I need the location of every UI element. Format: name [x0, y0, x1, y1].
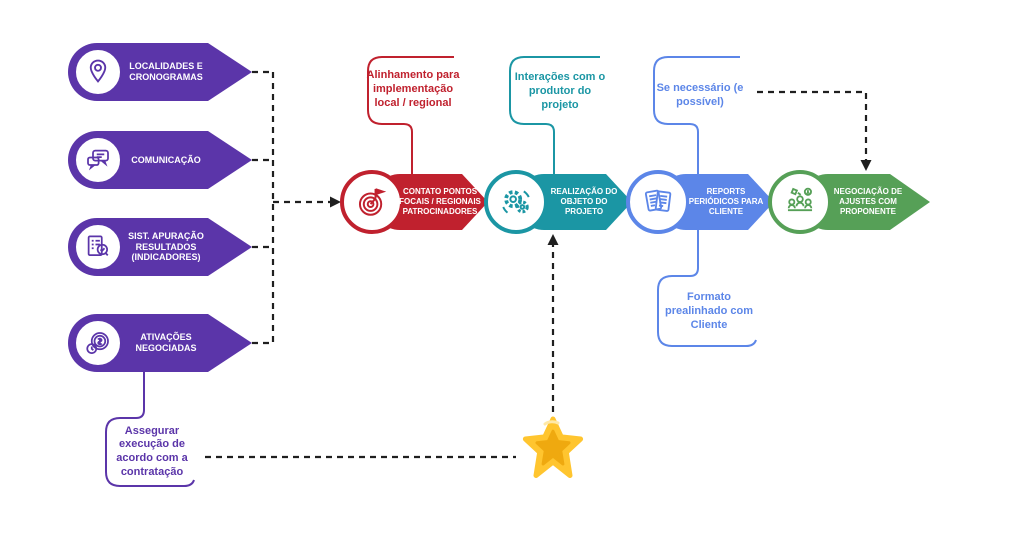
- input-badge-localidades: LOCALIDADES E CRONOGRAMAS: [68, 43, 252, 101]
- input-dashed-connectors: [252, 70, 341, 345]
- input-badge-sist-apuracao: SIST. APURAÇÃO RESULTADOS (INDICADORES): [68, 218, 252, 276]
- arrowhead-up-icon: [547, 234, 559, 245]
- badge-label: ATIVAÇÕES NEGOCIADAS: [135, 332, 197, 353]
- step-label: NEGOCIAÇÃO DE AJUSTES COM PROPONENTE: [833, 187, 903, 216]
- input-badge-ativacoes: ATIVAÇÕES NEGOCIADAS: [68, 314, 252, 372]
- callout-format: Formato prealinhado com Cliente: [664, 291, 754, 331]
- callout-if-needed: Se necessário (e possível): [656, 82, 744, 108]
- badge-arrow-tip: [208, 314, 252, 372]
- money-clock-icon: [73, 318, 123, 368]
- step-arrow-tip: [890, 174, 930, 230]
- documents-icon: [626, 170, 690, 234]
- arrowhead-right-icon: [330, 196, 341, 208]
- target-flag-icon: [340, 170, 404, 234]
- badge-arrow-tip: [208, 218, 252, 276]
- alignment-bracket: [367, 56, 454, 176]
- if-needed-dashed-arrow: [757, 90, 872, 171]
- flow-step-contato-pontos: CONTATO PONTOS FOCAIS / REGIONAIS PATROC…: [340, 170, 512, 234]
- badge-arrow-tip: [208, 43, 252, 101]
- assure-bracket: [105, 372, 195, 487]
- star-to-step-dashed-arrow: [547, 234, 559, 412]
- arrowhead-down-icon: [860, 160, 872, 171]
- input-badge-comunicacao: COMUNICAÇÃO: [68, 131, 252, 189]
- location-pin-icon: [73, 47, 123, 97]
- callout-alignment: Alinhamento para implementação local / r…: [366, 69, 460, 109]
- flow-step-reports: REPORTS PERIÓDICOS PARA CLIENTE: [626, 170, 798, 234]
- flow-step-negociacao: NEGOCIAÇÃO DE AJUSTES COM PROPONENTE: [768, 170, 940, 234]
- step-label: REPORTS PERIÓDICOS PARA CLIENTE: [688, 187, 764, 216]
- checklist-search-icon: [73, 222, 123, 272]
- gears-icon: [484, 170, 548, 234]
- callout-interactions: Interações com o produtor do projeto: [514, 71, 606, 111]
- callout-brackets: [105, 56, 757, 487]
- badge-label: SIST. APURAÇÃO RESULTADOS (INDICADORES): [128, 230, 204, 263]
- chat-bubbles-icon: [73, 135, 123, 185]
- format-bracket: [657, 230, 757, 347]
- step-arrow-tip: [462, 174, 488, 230]
- flow-step-realizacao: REALIZAÇÃO DO OBJETO DO PROJETO: [484, 170, 656, 234]
- badge-arrow-tip: [208, 131, 252, 189]
- step-label: CONTATO PONTOS FOCAIS / REGIONAIS PATROC…: [399, 187, 481, 216]
- badge-label: LOCALIDADES E CRONOGRAMAS: [129, 61, 203, 82]
- negotiation-icon: [768, 170, 832, 234]
- callout-assure: Assegurar execução de acordo com a contr…: [116, 424, 188, 478]
- step-label: REALIZAÇÃO DO OBJETO DO PROJETO: [550, 187, 618, 216]
- if-needed-bracket: [653, 56, 740, 174]
- interactions-bracket: [509, 56, 600, 176]
- badge-label: COMUNICAÇÃO: [131, 154, 201, 165]
- highlight-star-icon: [522, 416, 584, 478]
